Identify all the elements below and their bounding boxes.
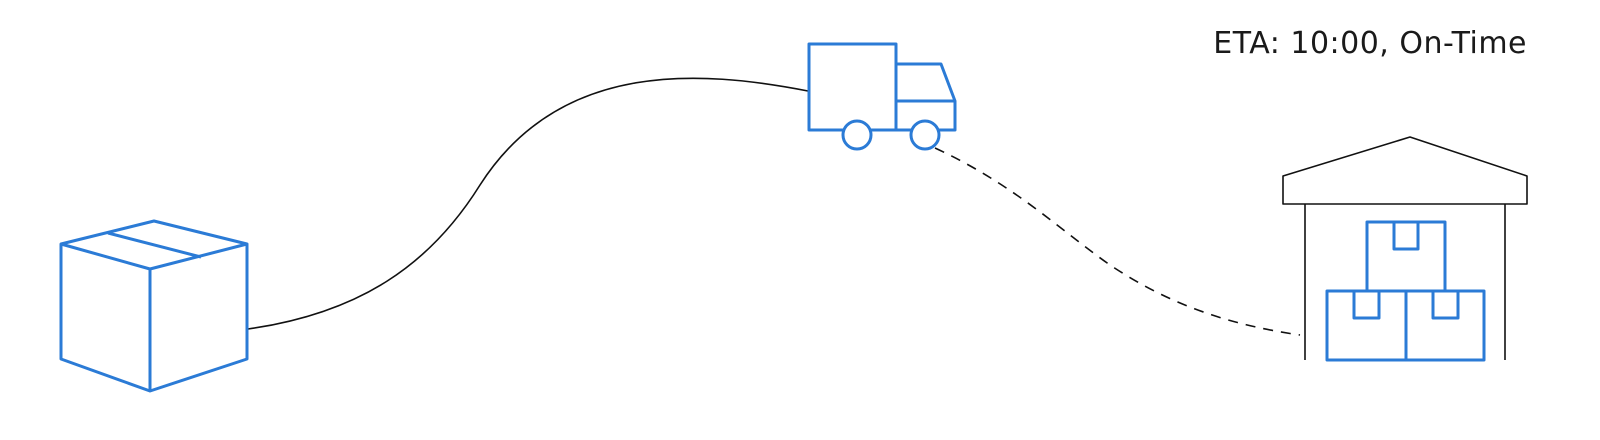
package-box-icon [59,219,249,393]
remaining-route-line [934,147,1301,336]
warehouse-icon [1282,136,1528,362]
eta-status-label: ETA: 10:00, On-Time [1213,26,1527,61]
stacked-boxes [1325,220,1486,362]
warehouse-building [1282,136,1528,360]
completed-route-line [247,77,809,330]
delivery-truck-icon [807,42,957,151]
